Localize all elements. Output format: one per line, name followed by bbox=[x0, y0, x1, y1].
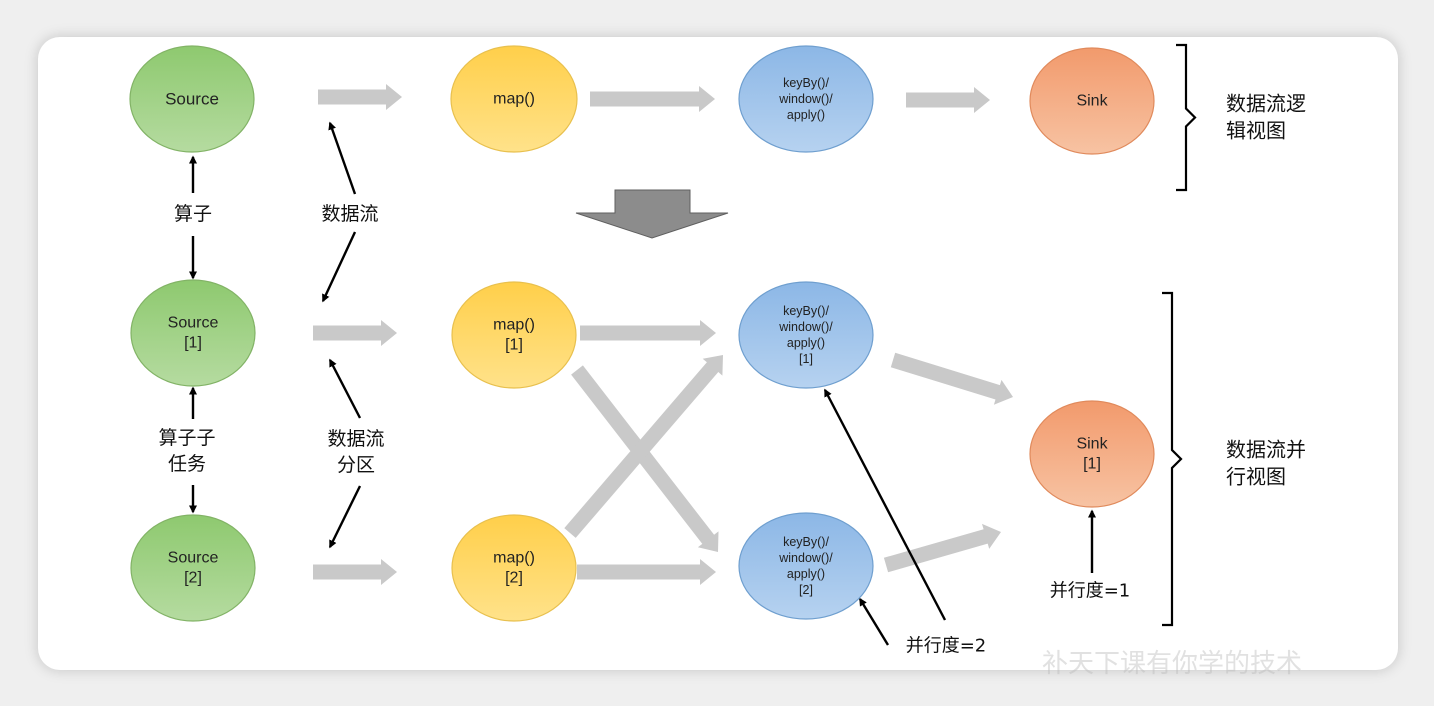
node-keyby2-label: apply() bbox=[787, 567, 825, 581]
node-source1-ellipse bbox=[130, 279, 256, 387]
watermark-text: 补天下课有你学的技术 bbox=[1042, 649, 1302, 679]
node-source2-label: Source bbox=[168, 550, 219, 567]
node-source1: Source [1] bbox=[130, 279, 256, 387]
node-keyby-label: apply() bbox=[787, 108, 825, 122]
label-partition: 分区 bbox=[337, 454, 375, 476]
node-sink: Sink bbox=[1029, 47, 1155, 155]
node-map1-ellipse bbox=[451, 281, 577, 389]
node-keyby1-ellipse bbox=[738, 281, 874, 389]
node-map2-label: map() bbox=[493, 550, 535, 567]
node-keyby1-label: keyBy()/ bbox=[783, 304, 829, 318]
node-map1: map() [1] bbox=[451, 281, 577, 389]
brace-parallel-view bbox=[1162, 291, 1183, 627]
node-keyby2-label: window()/ bbox=[778, 551, 833, 565]
node-keyby-label: window()/ bbox=[778, 92, 833, 106]
node-sink-label: Sink bbox=[1076, 93, 1108, 110]
parallelism2-arrow-keyby2 bbox=[858, 597, 890, 646]
node-keyby2-ellipse bbox=[738, 512, 874, 620]
node-map-ellipse bbox=[450, 45, 578, 153]
transform-down-arrow bbox=[575, 189, 729, 239]
parallelism2-arrow-keyby1 bbox=[823, 388, 947, 621]
node-source2-ellipse bbox=[130, 514, 256, 622]
node-source1-label: [1] bbox=[184, 335, 202, 352]
node-map1-label: [1] bbox=[505, 337, 523, 354]
node-map2: map() [2] bbox=[451, 514, 577, 622]
node-map2-ellipse bbox=[451, 514, 577, 622]
node-keyby2-label: keyBy()/ bbox=[783, 535, 829, 549]
node-keyby1-label: window()/ bbox=[778, 320, 833, 334]
node-keyby2: keyBy()/ window()/ apply() [2] bbox=[738, 512, 874, 620]
label-parallelism_1: 并行度=1 bbox=[1050, 581, 1131, 602]
label-subtask: 算子子 bbox=[158, 427, 215, 449]
node-keyby1: keyBy()/ window()/ apply() [1] bbox=[738, 281, 874, 389]
label-logical_view: 数据流逻 bbox=[1226, 92, 1306, 116]
flow-arrow-keyby-sink bbox=[906, 87, 990, 113]
node-sink1-ellipse bbox=[1029, 400, 1155, 508]
flow-arrow-map-keyby bbox=[590, 86, 715, 112]
label-parallelism_2: 并行度=2 bbox=[906, 636, 987, 657]
label-parallel_view: 行视图 bbox=[1226, 465, 1286, 489]
node-sink1-label: Sink bbox=[1076, 436, 1108, 453]
partition-arrow-up bbox=[328, 358, 362, 419]
node-source-ellipse bbox=[129, 45, 255, 153]
node-map: map() bbox=[450, 45, 578, 153]
node-keyby: keyBy()/ window()/ apply() bbox=[738, 45, 874, 153]
flow-arrow-source-map bbox=[318, 84, 402, 110]
flow-arrow-map1-keyby1 bbox=[580, 320, 716, 346]
label-logical_view: 辑视图 bbox=[1226, 119, 1286, 143]
flow-arrow-map2-keyby1 bbox=[564, 355, 723, 538]
partition-arrow-down bbox=[328, 485, 362, 549]
node-keyby1-label: apply() bbox=[787, 336, 825, 350]
node-sink1-label: [1] bbox=[1083, 456, 1101, 473]
label-dataflow: 数据流 bbox=[321, 203, 378, 225]
node-keyby2-label: [2] bbox=[799, 583, 813, 597]
node-keyby-label: keyBy()/ bbox=[783, 76, 829, 90]
node-keyby1-label: [1] bbox=[799, 352, 813, 366]
flow-arrow-source1-map1 bbox=[313, 320, 397, 346]
dataflow-arrow-up bbox=[328, 121, 357, 195]
label-subtask: 任务 bbox=[168, 453, 206, 475]
node-source1-label: Source bbox=[168, 315, 219, 332]
node-source2: Source [2] bbox=[130, 514, 256, 622]
label-partition: 数据流 bbox=[327, 428, 384, 450]
node-sink1: Sink [1] bbox=[1029, 400, 1155, 508]
node-keyby-ellipse bbox=[738, 45, 874, 153]
node-source: Source bbox=[129, 45, 255, 153]
flow-arrow-map1-keyby2 bbox=[571, 365, 719, 552]
node-sink-ellipse bbox=[1029, 47, 1155, 155]
label-parallel_view: 数据流并 bbox=[1226, 438, 1306, 462]
node-map1-label: map() bbox=[493, 317, 535, 334]
label-operator: 算子 bbox=[174, 203, 212, 225]
node-source-label: Source bbox=[165, 90, 219, 109]
dataflow-arrow-down bbox=[321, 231, 357, 303]
flow-arrow-keyby1-sink1 bbox=[890, 352, 1013, 405]
flow-arrow-keyby2-sink1 bbox=[883, 523, 1001, 573]
node-map-label: map() bbox=[493, 91, 535, 108]
node-map2-label: [2] bbox=[505, 570, 523, 587]
flow-arrow-map2-keyby2 bbox=[577, 559, 716, 585]
flow-arrow-source2-map2 bbox=[313, 559, 397, 585]
node-source2-label: [2] bbox=[184, 570, 202, 587]
brace-logical-view bbox=[1176, 43, 1197, 192]
